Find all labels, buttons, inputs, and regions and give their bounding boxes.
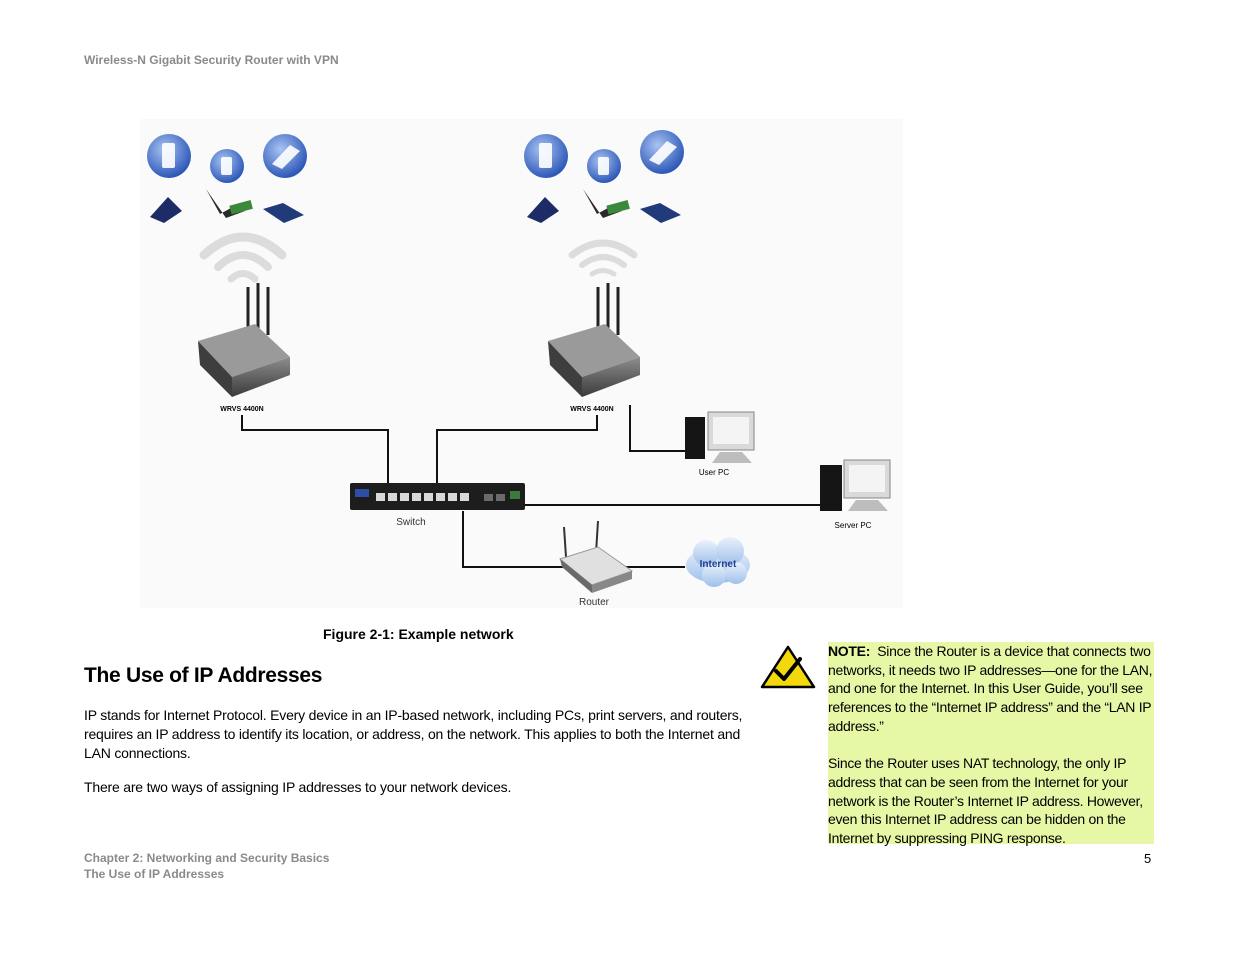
note-text-1: Since the Router is a device that connec…: [828, 643, 1153, 734]
user-pc-icon: [685, 411, 755, 463]
figure-caption: Figure 2-1: Example network: [323, 626, 514, 642]
example-network-figure: WRVS 4400N WRVS 4400N Switch User PC Ser…: [140, 119, 903, 608]
right-wireless-clients: [524, 130, 684, 223]
network-cables: [241, 405, 820, 568]
router-label: Router: [579, 597, 610, 608]
router-wrvs-left: [198, 283, 290, 397]
internet-cloud-icon: [686, 537, 750, 587]
page-number: 5: [1144, 851, 1152, 866]
wireless-router-icon: [558, 520, 634, 593]
note-box: NOTE: Since the Router is a device that …: [828, 642, 1154, 846]
router-right-label: WRVS 4400N: [570, 406, 613, 413]
footer-chapter: Chapter 2: Networking and Security Basic…: [84, 851, 330, 865]
body-paragraph-1: IP stands for Internet Protocol. Every d…: [84, 707, 743, 761]
server-pc-label: Server PC: [835, 521, 872, 530]
header-title: Wireless-N Gigabit Security Router with …: [84, 53, 339, 67]
body-paragraph-2: There are two ways of assigning IP addre…: [84, 779, 512, 795]
note-checkmark-icon: [760, 645, 816, 689]
switch-label: Switch: [396, 517, 425, 528]
footer: Chapter 2: Networking and Security Basic…: [84, 850, 329, 882]
switch-device: [350, 483, 525, 510]
router-left-label: WRVS 4400N: [220, 406, 263, 413]
left-wireless-clients: [147, 134, 307, 223]
internet-label: Internet: [700, 559, 737, 570]
router-wrvs-right: [548, 283, 640, 397]
wifi-signal-icons: [199, 232, 638, 283]
footer-section: The Use of IP Addresses: [84, 867, 225, 881]
server-pc-icon: [820, 459, 891, 511]
user-pc-label: User PC: [699, 468, 729, 477]
note-text-2: Since the Router uses NAT technology, th…: [828, 755, 1143, 847]
note-label: NOTE:: [828, 643, 871, 659]
section-heading: The Use of IP Addresses: [84, 664, 323, 687]
